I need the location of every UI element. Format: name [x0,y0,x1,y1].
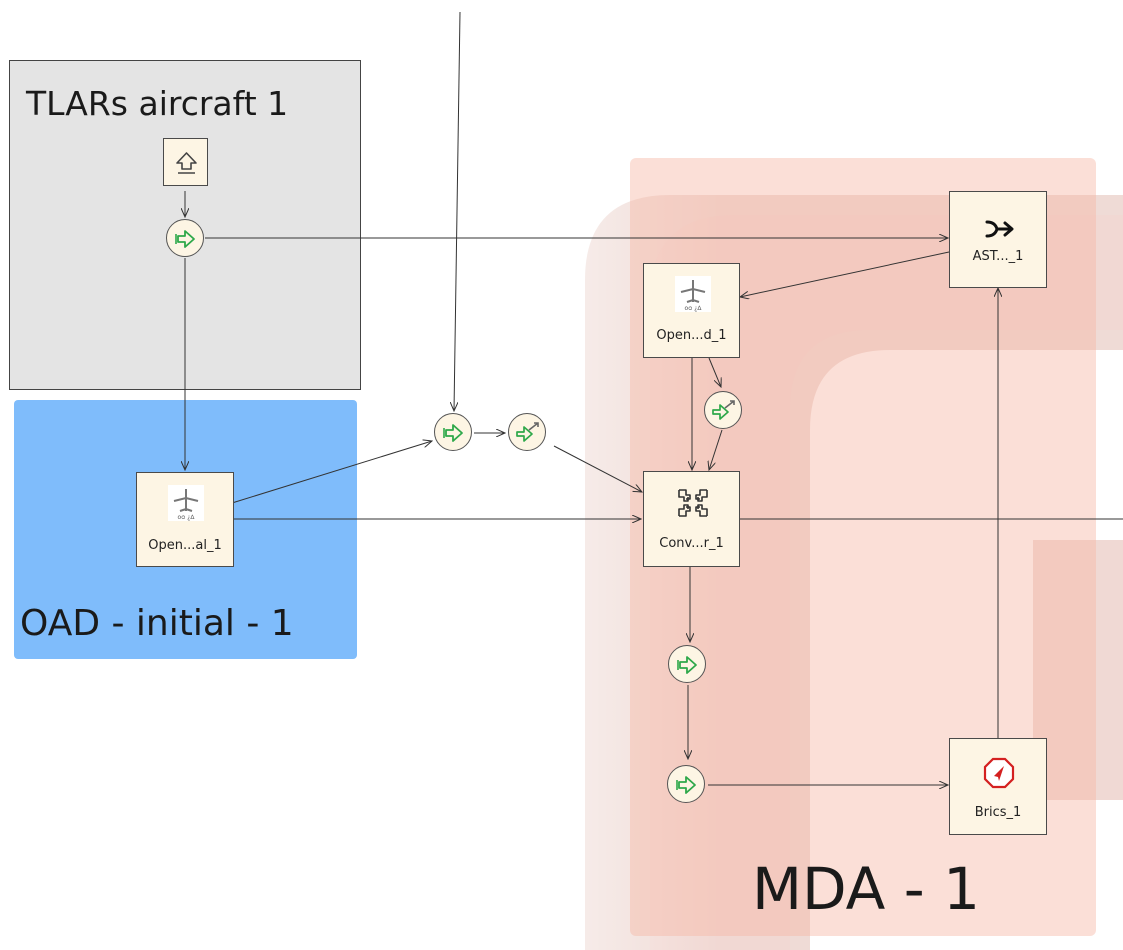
split-connector[interactable] [508,413,546,451]
brics-icon [983,757,1015,789]
open-al-node[interactable]: ᴏᴑ ¿∆ Open...al_1 [136,472,234,567]
brics-input-connector[interactable] [667,765,705,803]
ast-label: AST..._1 [972,249,1024,264]
forward-arrow-icon [443,424,463,442]
mda-group-label: MDA - 1 [752,855,981,923]
upload-icon [176,152,197,174]
aircraft-icon: ᴏᴑ ¿∆ [168,485,204,521]
aircraft-icon: ᴏᴑ ¿∆ [675,276,711,312]
forward-arrow-icon [175,230,195,248]
brics-node[interactable]: Brics_1 [949,738,1047,835]
ast-node[interactable]: AST..._1 [949,191,1047,288]
converger-icon [678,489,708,517]
svg-text:ᴏᴑ ¿∆: ᴏᴑ ¿∆ [178,514,196,521]
split-arrows-icon [712,400,735,420]
forward-arrow-icon [677,656,697,674]
merge-connector[interactable] [434,413,472,451]
merge-arrow-icon [985,220,1014,238]
brics-label: Brics_1 [974,805,1022,820]
converger-label: Conv...r_1 [659,536,724,551]
open-d-split-connector[interactable] [704,391,742,429]
conv-output-connector[interactable] [668,645,706,683]
tlars-input-node[interactable] [163,138,208,186]
forward-arrow-icon [676,776,696,794]
converger-node[interactable]: Conv...r_1 [643,471,740,567]
open-al-label: Open...al_1 [148,538,222,553]
open-d-label: Open...d_1 [656,328,727,343]
tlars-output-connector[interactable] [166,219,204,257]
open-d-node[interactable]: ᴏᴑ ¿∆ Open...d_1 [643,263,740,358]
edges [185,11,1123,785]
oad-group-label: OAD - initial - 1 [20,603,294,644]
svg-text:ᴏᴑ ¿∆: ᴏᴑ ¿∆ [685,305,703,312]
tlars-group-label: TLARs aircraft 1 [26,84,289,123]
split-arrows-icon [516,422,539,442]
